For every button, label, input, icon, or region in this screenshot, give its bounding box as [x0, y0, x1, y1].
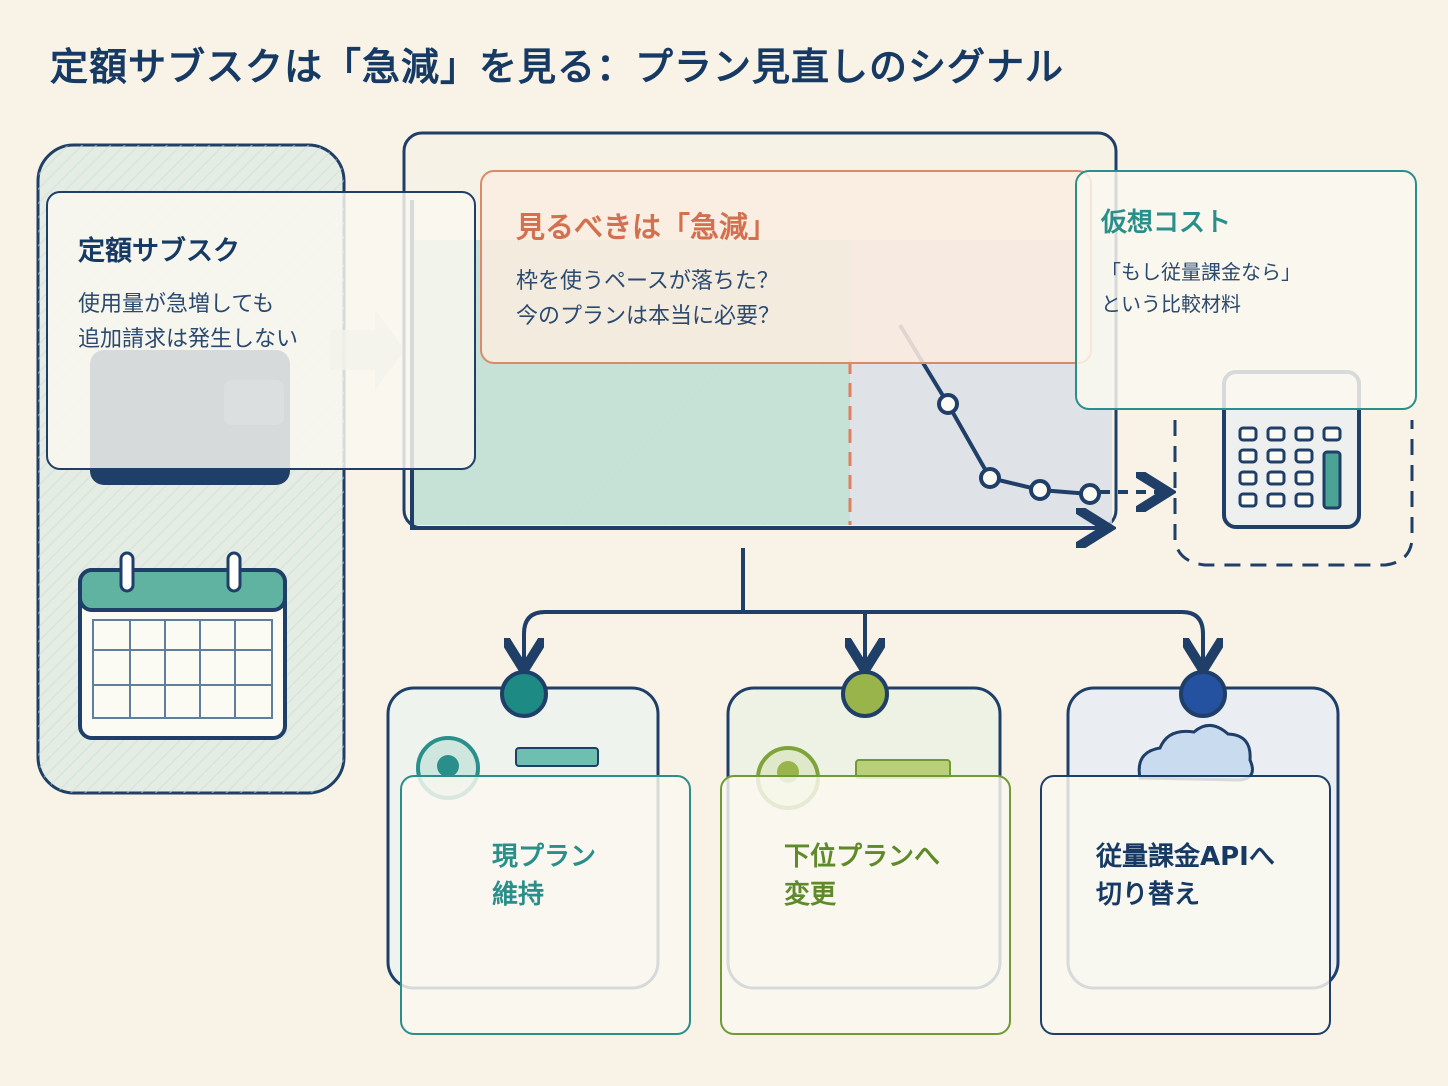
virtual-cost-line-1: 「もし従量課金なら」 — [1101, 260, 1301, 284]
virtual-cost-text: 「もし従量課金なら」 という比較材料 — [1101, 256, 1301, 320]
virtual-cost-heading: 仮想コスト — [1101, 208, 1232, 238]
option-keep-current-plan: 現プラン 維持 — [400, 775, 691, 1035]
sharp-drop-line-1: 枠を使うペースが落ちた？ — [516, 269, 779, 294]
option-downgrade-line-2: 変更 — [784, 879, 837, 910]
flat-subscription-text: 使用量が急増しても 追加請求は発生しない — [78, 287, 298, 357]
cloud-icon — [1137, 724, 1254, 782]
branch-arrows — [524, 548, 1203, 662]
option-downgrade-line-1: 下位プランへ — [784, 842, 941, 872]
option-keep-label: 現プラン 維持 — [492, 839, 596, 914]
option-keep-line-1: 現プラン — [492, 842, 597, 872]
option-api-line-2: 切り替え — [1096, 879, 1201, 910]
flat-subscription-card: 定額サブスク 使用量が急増しても 追加請求は発生しない — [46, 191, 476, 470]
option-switch-to-api: 従量課金APIへ 切り替え — [1040, 775, 1331, 1035]
option-downgrade-label: 下位プランへ 変更 — [784, 839, 940, 914]
virtual-cost-line-2: という比較材料 — [1101, 292, 1241, 316]
option-api-label: 従量課金APIへ 切り替え — [1096, 839, 1275, 914]
sharp-drop-text: 枠を使うペースが落ちた？ 今のプランは本当に必要？ — [516, 264, 780, 334]
flat-subscription-line-2: 追加請求は発生しない — [78, 327, 299, 353]
sharp-drop-line-2: 今のプランは本当に必要？ — [516, 304, 781, 330]
option-keep-line-2: 維持 — [492, 879, 545, 910]
page-title: 定額サブスクは「急減」を見る：プラン見直しのシグナル — [50, 45, 1065, 89]
option-api-line-1: 従量課金APIへ — [1096, 842, 1275, 872]
calendar-icon — [78, 551, 287, 740]
calculator-icon — [1173, 370, 1414, 567]
virtual-cost-card: 仮想コスト 「もし従量課金なら」 という比較材料 — [1075, 170, 1417, 410]
flat-subscription-heading: 定額サブスク — [78, 236, 240, 267]
sharp-drop-card: 見るべきは「急減」 枠を使うペースが落ちた？ 今のプランは本当に必要？ — [480, 170, 1092, 364]
sharp-drop-heading: 見るべきは「急減」 — [516, 210, 778, 244]
flat-subscription-line-1: 使用量が急増しても — [78, 292, 275, 317]
option-downgrade-plan: 下位プランへ 変更 — [720, 775, 1011, 1035]
